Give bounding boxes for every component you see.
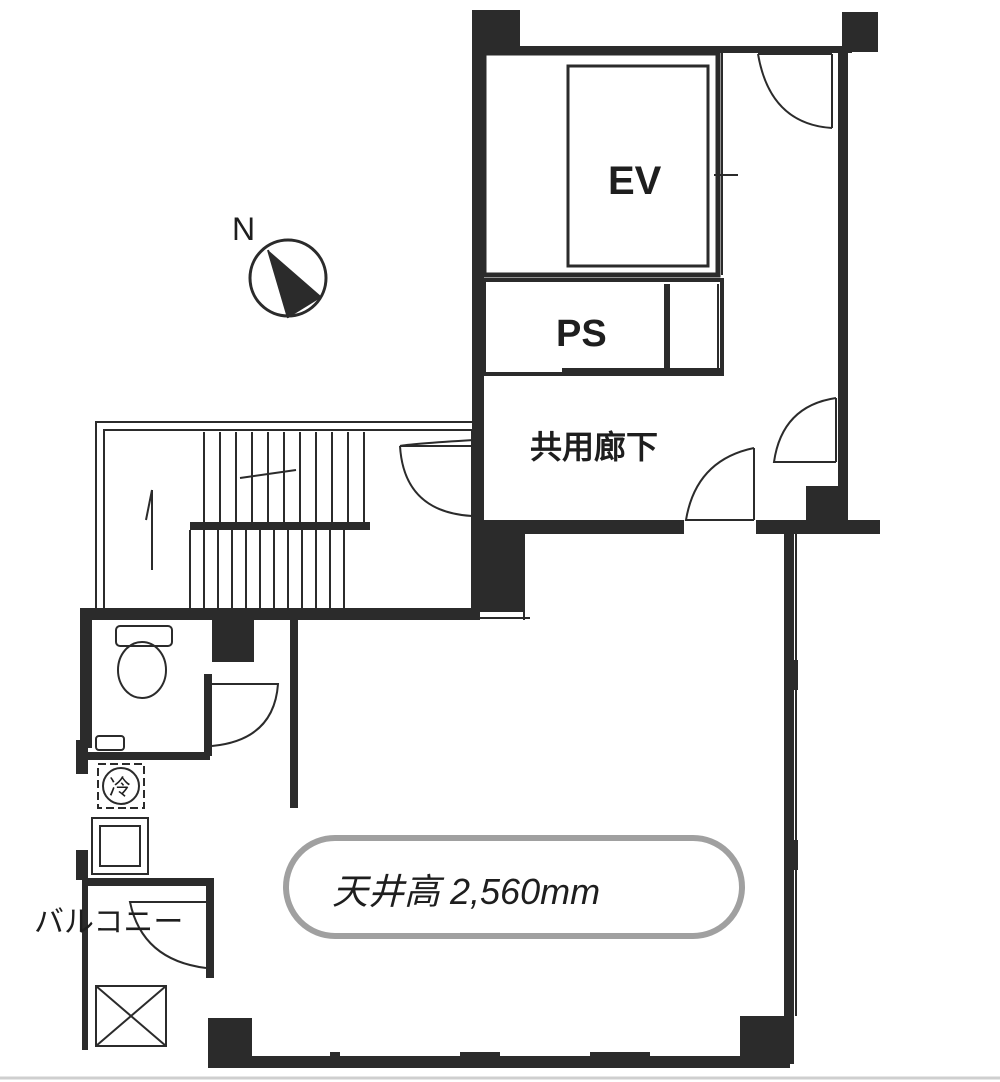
balcony-label: バルコニー [34, 906, 183, 939]
balcony-area: バルコニー [34, 901, 207, 1047]
fridge-label: 冷 [109, 775, 131, 800]
north-arrow-compass-icon: N [232, 211, 328, 319]
corridor-label: 共用廊下 [530, 429, 658, 465]
ps-label: PS [556, 313, 607, 355]
toilet-icon [115, 625, 173, 699]
washer-icon [91, 817, 149, 875]
ceiling-height-note: 天井高 2,560mm [283, 835, 745, 939]
corridor-doors [399, 53, 837, 521]
ev-label: EV [608, 159, 662, 203]
elevator-shaft: EV [481, 50, 738, 278]
fridge-icon: 冷 [97, 763, 145, 809]
vent-icon [95, 985, 167, 1047]
north-label: N [232, 211, 255, 247]
toilet-room [95, 625, 280, 751]
staircase [95, 421, 475, 611]
service-core-walls [472, 10, 880, 612]
unit-walls [76, 534, 794, 1068]
ceiling-label: 天井高 2,560mm [332, 871, 600, 912]
windows [252, 534, 798, 1068]
pipe-space: PS [482, 278, 724, 376]
